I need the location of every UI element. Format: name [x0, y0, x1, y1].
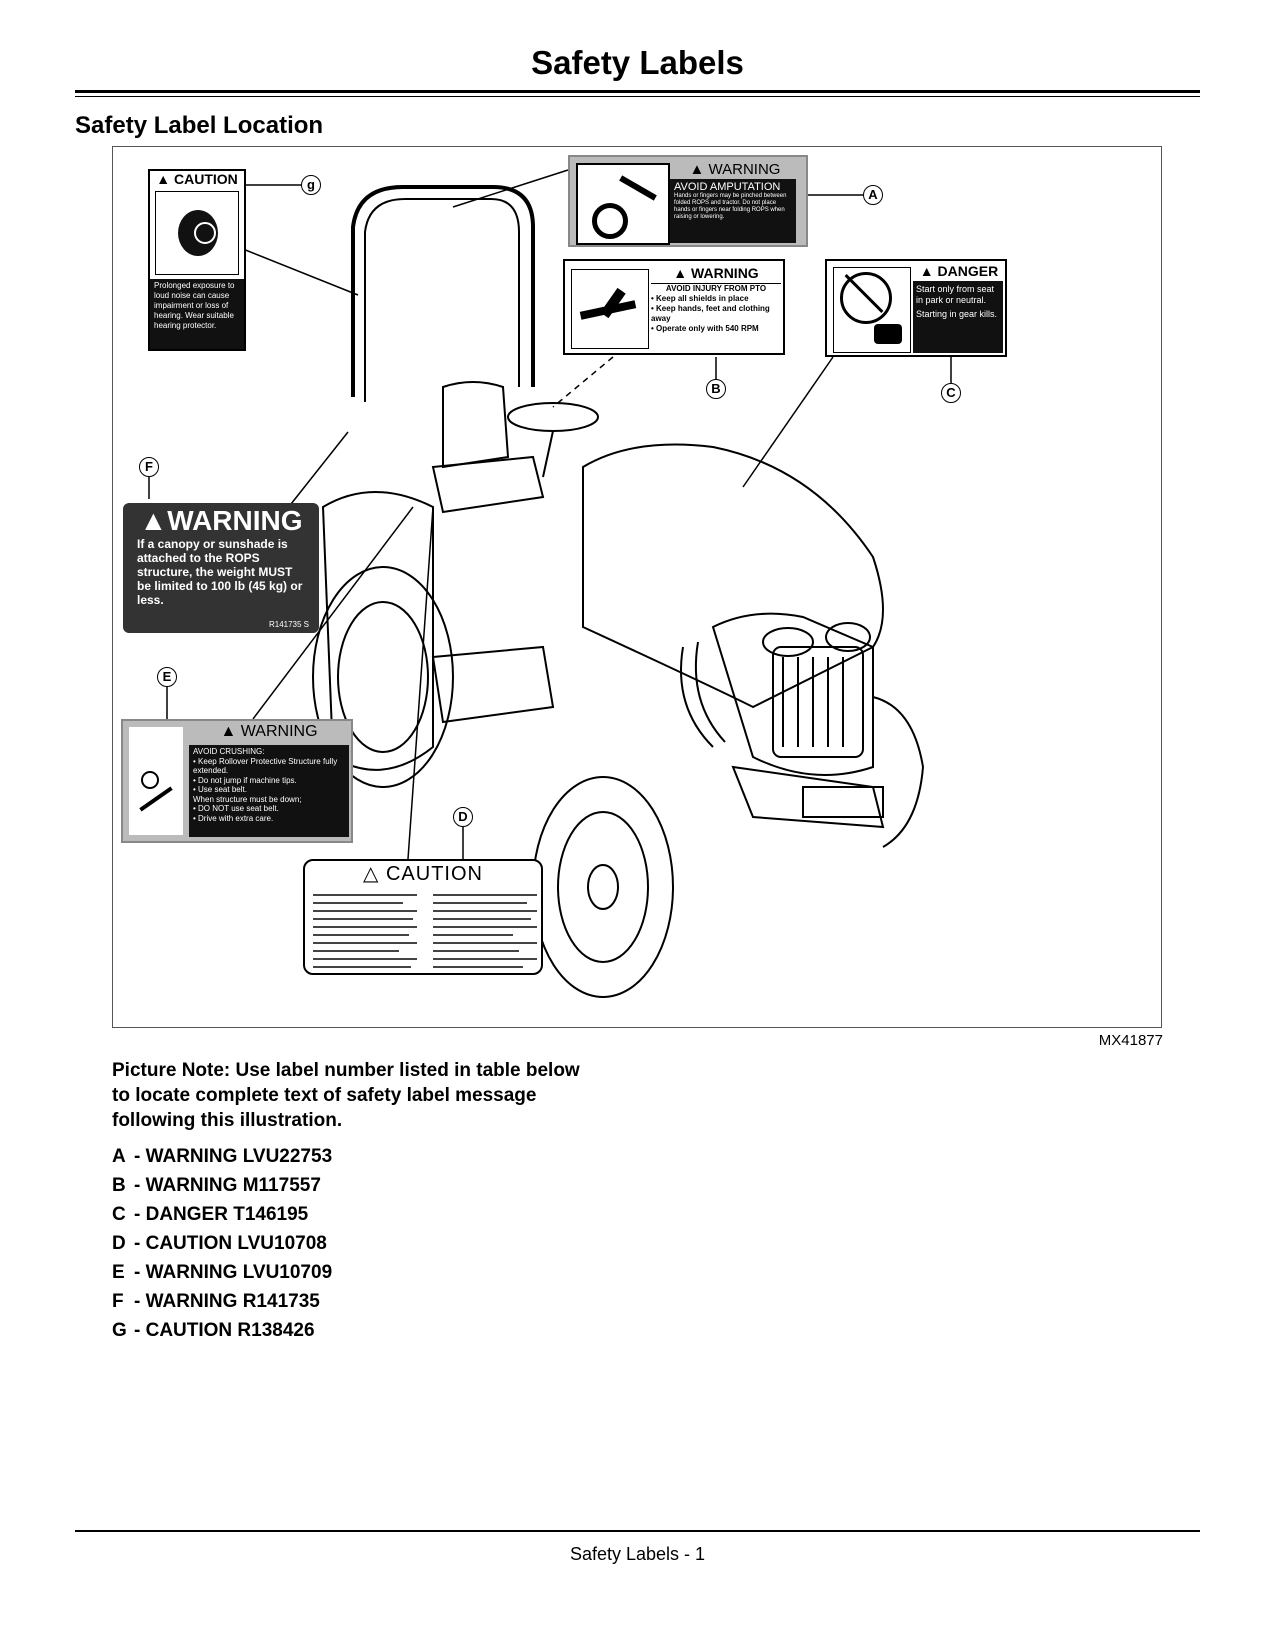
warning-triangle-icon: △	[363, 863, 380, 885]
decal-e-item: • Do not jump if machine tips.	[193, 775, 297, 785]
section-title: Safety Label Location	[75, 112, 324, 139]
list-item: D - CAUTION LVU10708	[112, 1229, 332, 1258]
callout-c: C	[941, 383, 961, 403]
callout-b: B	[706, 379, 726, 399]
label-letter: F	[112, 1291, 124, 1312]
page-title: Safety Labels	[531, 44, 744, 81]
picture-note: Picture Note: Use label number listed in…	[112, 1060, 580, 1131]
tractor-illustration: g A B C F E D ▲ CAUTION Prolonged exposu…	[112, 146, 1162, 1028]
warning-triangle-icon: ▲	[673, 265, 688, 281]
list-item: A - WARNING LVU22753	[112, 1142, 332, 1171]
decal-d-header: CAUTION	[385, 863, 483, 885]
list-item: E - WARNING LVU10709	[112, 1258, 332, 1287]
decal-e-subheader: AVOID CRUSHING:	[193, 747, 265, 756]
decal-a-subheader: AVOID AMPUTATION	[674, 181, 781, 193]
decal-c-body2: Starting in gear kills.	[916, 309, 998, 319]
label-letter: E	[112, 1262, 125, 1283]
header-rule	[75, 90, 1200, 93]
decal-g-body: Prolonged exposure to loud noise can cau…	[150, 279, 244, 349]
label-text: - WARNING LVU10709	[134, 1262, 333, 1283]
tractor-drawing	[148, 169, 952, 998]
decal-f-code: R141735 S	[268, 620, 309, 629]
decal-b-warning: ▲ WARNING AVOID INJURY FROM PTO • Keep a…	[563, 259, 785, 355]
decal-g-header: CAUTION	[173, 171, 238, 187]
decal-c-body1: Start only from seat in park or neutral.	[916, 284, 995, 305]
list-item: B - WARNING M117557	[112, 1171, 332, 1200]
decal-e-item: • DO NOT use seat belt.	[193, 804, 279, 813]
label-letter: C	[112, 1204, 126, 1225]
label-text: - DANGER T146195	[134, 1204, 309, 1225]
decal-f-warning: ▲WARNING If a canopy or sunshade is atta…	[123, 503, 319, 633]
callout-d: D	[453, 807, 473, 827]
bypass-start-icon	[833, 267, 911, 353]
header-rule-thin	[75, 96, 1200, 97]
decal-b-header: WARNING	[691, 265, 759, 281]
decal-b-item: • Keep all shields in place	[651, 294, 749, 303]
decal-a-body: Hands or fingers may be pinched between …	[674, 193, 787, 220]
warning-triangle-icon: ▲	[139, 505, 168, 536]
decal-e-item: • Keep Rollover Protective Structure ful…	[193, 756, 338, 776]
page-footer: Safety Labels - 1	[569, 1544, 706, 1564]
callout-g: g	[301, 175, 321, 195]
decal-b-item: • Keep hands, feet and clothing away	[651, 304, 770, 323]
decal-g-caution: ▲ CAUTION Prolonged exposure to loud noi…	[148, 169, 246, 351]
label-letter: A	[112, 1146, 126, 1167]
decal-a-header: WARNING	[708, 161, 781, 178]
list-item: C - DANGER T146195	[112, 1200, 332, 1229]
callout-f: F	[139, 457, 159, 477]
label-list: A - WARNING LVU22753 B - WARNING M117557 C…	[112, 1142, 332, 1345]
decal-f-body: If a canopy or sunshade is attached to t…	[137, 537, 303, 607]
decal-e-mid: When structure must be down;	[193, 794, 302, 804]
rollover-icon	[129, 727, 183, 835]
decal-e-header: WARNING	[240, 723, 318, 740]
pto-entanglement-icon	[571, 269, 649, 349]
decal-e-item: • Drive with extra care.	[193, 813, 274, 823]
list-item: G - CAUTION R138426	[112, 1316, 332, 1345]
warning-triangle-icon: ▲	[220, 723, 237, 740]
label-text: - CAUTION R138426	[134, 1320, 315, 1341]
hearing-protection-icon	[155, 191, 239, 275]
callout-a: A	[863, 185, 883, 205]
label-text: - WARNING M117557	[134, 1175, 321, 1196]
label-text: - CAUTION LVU10708	[134, 1233, 327, 1254]
decal-e-item: • Use seat belt.	[193, 785, 247, 794]
decal-e-warning: ▲ WARNING AVOID CRUSHING: • Keep Rollove…	[121, 719, 353, 843]
decal-d-fine-print	[313, 891, 537, 971]
decal-a-warning: ▲ WARNING AVOID AMPUTATION Hands or fing…	[568, 155, 808, 247]
warning-triangle-icon: ▲	[919, 263, 934, 279]
label-text: - WARNING LVU22753	[134, 1146, 333, 1167]
warning-triangle-icon: ▲	[156, 171, 171, 187]
decal-c-danger: ▲ DANGER Start only from seat in park or…	[825, 259, 1007, 357]
pinch-point-icon	[576, 163, 670, 245]
label-letter: D	[112, 1233, 126, 1254]
list-item: F - WARNING R141735	[112, 1287, 332, 1316]
decal-b-subheader: AVOID INJURY FROM PTO	[665, 284, 767, 293]
decal-f-header: WARNING	[167, 505, 303, 536]
warning-triangle-icon: ▲	[689, 161, 705, 178]
figure-id: MX41877	[1098, 1032, 1163, 1049]
callout-e: E	[157, 667, 177, 687]
label-letter: G	[112, 1320, 127, 1341]
decal-b-item: • Operate only with 540 RPM	[651, 324, 759, 333]
label-letter: B	[112, 1175, 126, 1196]
label-text: - WARNING R141735	[134, 1291, 320, 1312]
decal-d-caution: △ CAUTION	[303, 859, 543, 975]
decal-c-header: DANGER	[937, 263, 999, 279]
footer-rule	[75, 1530, 1200, 1532]
